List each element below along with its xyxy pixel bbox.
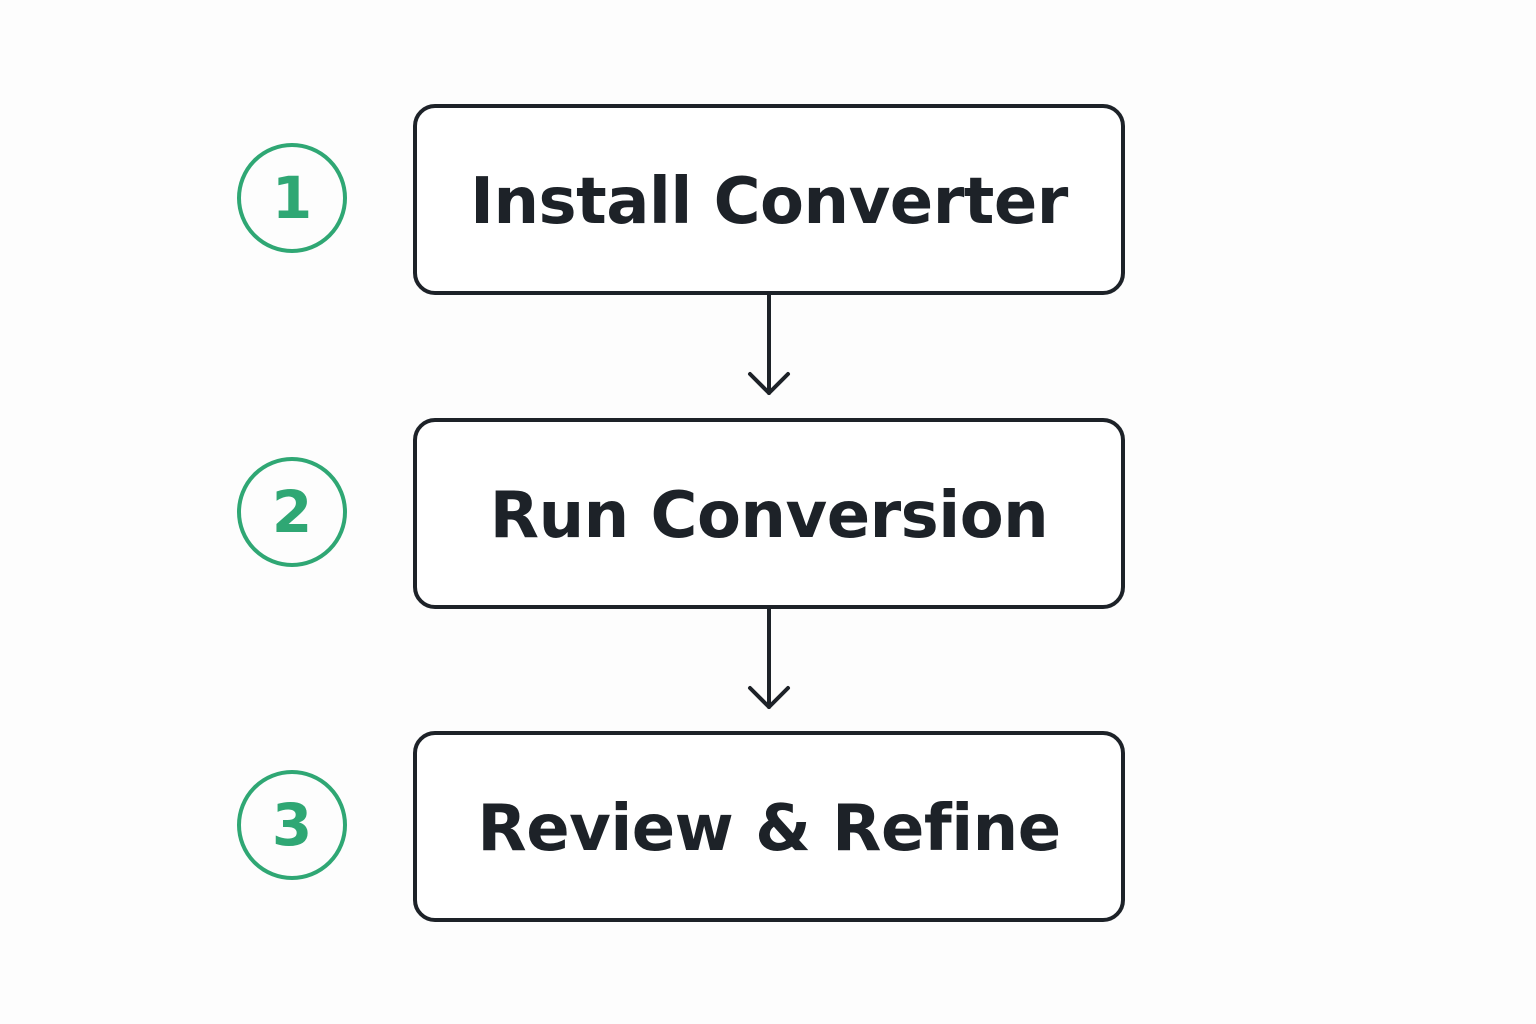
arrow-down-icon bbox=[748, 295, 790, 395]
step-2-label: Run Conversion bbox=[489, 478, 1049, 553]
step-2-number-text: 2 bbox=[271, 478, 313, 546]
step-2-box: Run Conversion bbox=[413, 418, 1125, 609]
arrow-down-icon bbox=[748, 609, 790, 709]
step-1-label: Install Converter bbox=[470, 164, 1068, 239]
step-3-box: Review & Refine bbox=[413, 731, 1125, 922]
step-2-number: 2 bbox=[237, 457, 347, 567]
step-3-label: Review & Refine bbox=[477, 791, 1061, 866]
step-1-number: 1 bbox=[237, 143, 347, 253]
step-1-number-text: 1 bbox=[271, 164, 313, 232]
step-3-number-text: 3 bbox=[271, 791, 313, 859]
step-1-box: Install Converter bbox=[413, 104, 1125, 295]
step-3-number: 3 bbox=[237, 770, 347, 880]
